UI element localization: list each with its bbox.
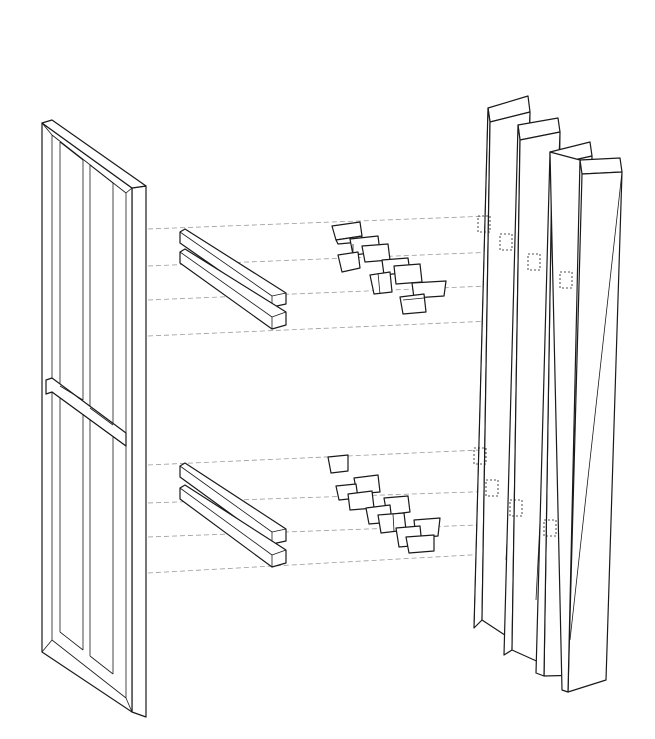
rail-lower-b	[179, 484, 287, 568]
block	[337, 251, 361, 273]
panel-4	[549, 151, 623, 693]
door-frame	[41, 119, 147, 718]
block	[393, 263, 423, 285]
blocks-lower	[327, 454, 441, 554]
rail-lower-a	[179, 462, 287, 545]
blocks-upper	[331, 221, 447, 315]
rails	[179, 228, 287, 568]
block	[399, 293, 427, 315]
block	[327, 454, 349, 474]
rail-upper-b	[179, 248, 287, 330]
hidden-joints	[473, 215, 573, 537]
block	[411, 280, 447, 299]
folded-panels	[473, 95, 623, 693]
rail-upper-a	[179, 228, 287, 308]
block	[405, 534, 435, 554]
block	[369, 271, 393, 295]
